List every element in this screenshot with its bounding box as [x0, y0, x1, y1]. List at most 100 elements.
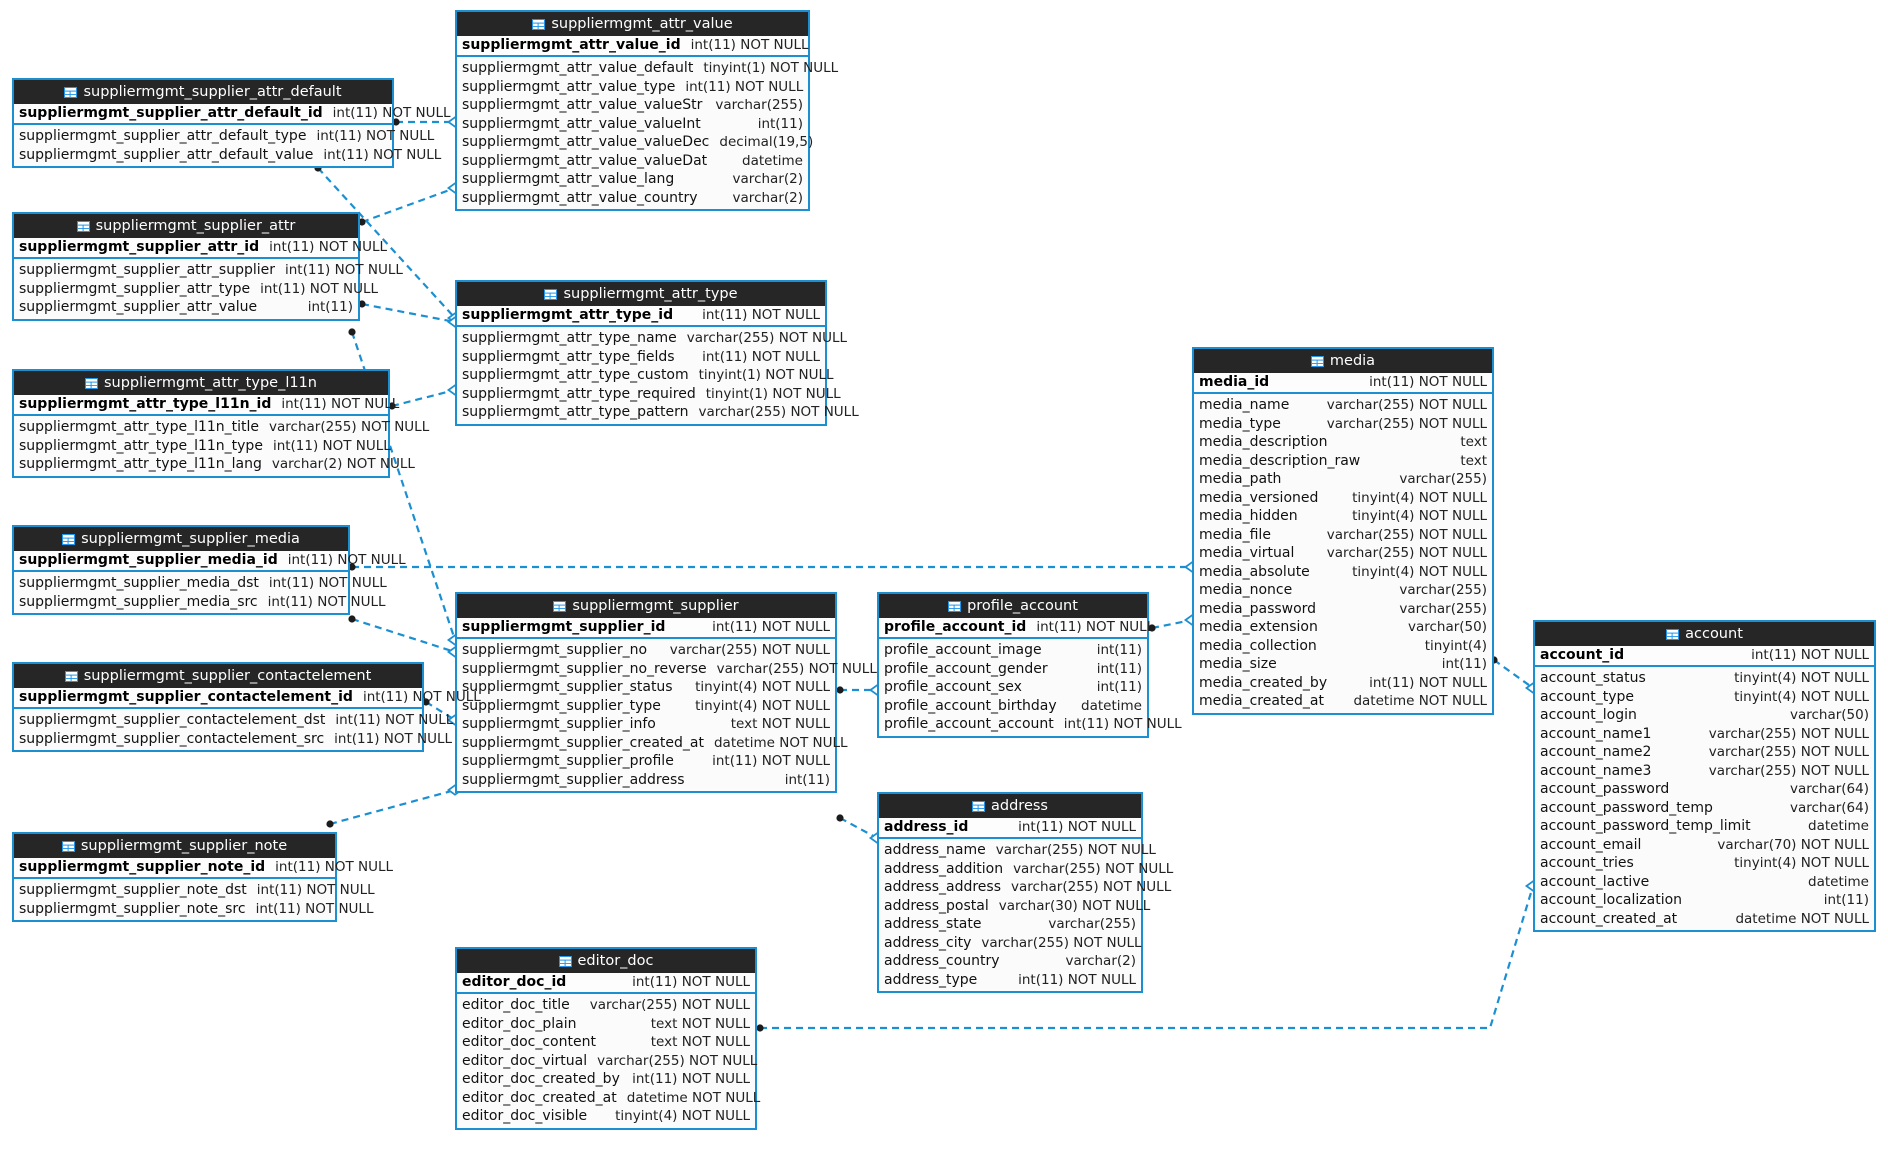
column-row[interactable]: suppliermgmt_supplier_attr_default_value…: [14, 146, 441, 165]
